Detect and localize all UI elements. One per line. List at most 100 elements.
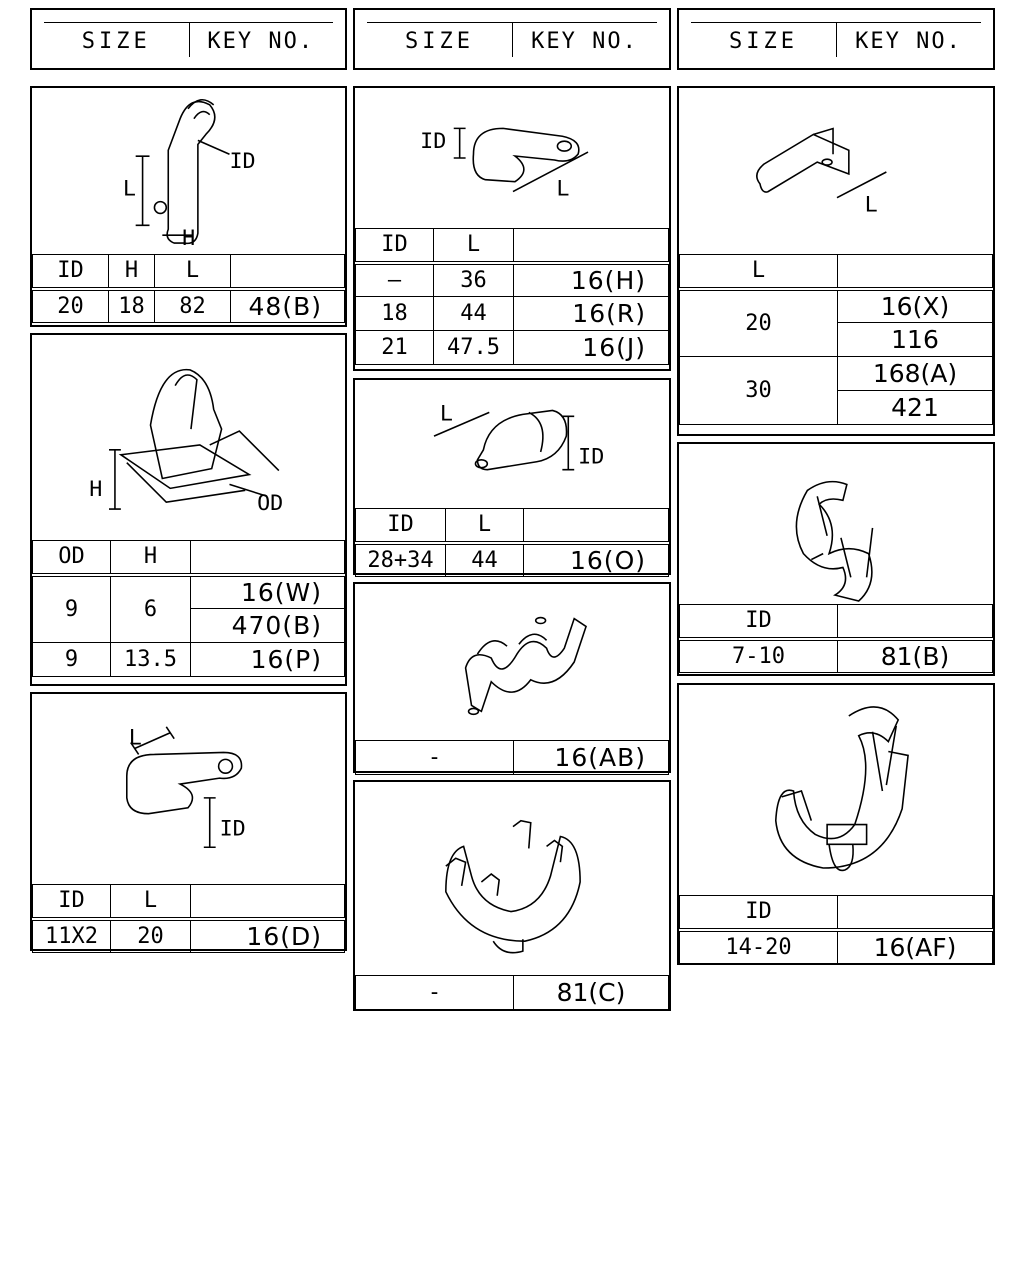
cell: 18: [108, 286, 155, 323]
spec-table: -81(C): [355, 975, 669, 1010]
cell: 6: [110, 572, 191, 643]
col-header: [190, 540, 345, 575]
header-col3: SIZE KEY NO.: [677, 8, 995, 70]
dim-h: H: [89, 477, 102, 502]
cell: 28+34: [355, 540, 446, 577]
col-header: ID: [32, 254, 109, 289]
cell: —: [355, 260, 434, 297]
col-header: H: [110, 540, 191, 575]
dim-l: L: [865, 192, 878, 217]
key-no-header: KEY NO.: [855, 29, 962, 54]
key-no: 16(R): [513, 296, 669, 331]
key-no: 81(C): [513, 975, 669, 1010]
clip-drawing: H OD: [32, 335, 345, 540]
clip-drawing: [679, 685, 993, 895]
header-col2: SIZE KEY NO.: [353, 8, 671, 70]
col-header: ID: [32, 884, 111, 919]
col-header: [230, 254, 345, 289]
key-no: 48(B): [230, 286, 345, 323]
cell: 21: [355, 330, 434, 365]
dim-id: ID: [420, 129, 446, 154]
cell: 11X2: [32, 916, 111, 953]
key-no: 16(AF): [837, 927, 993, 964]
cell: -: [355, 740, 514, 775]
col-header: L: [679, 254, 838, 289]
key-no: 16(O): [523, 540, 669, 577]
dim-l: L: [129, 726, 142, 751]
dim-od: OD: [257, 491, 283, 516]
col-header: L: [110, 884, 191, 919]
cell: 47.5: [433, 330, 514, 365]
key-no-header: KEY NO.: [207, 29, 315, 54]
dim-l: L: [440, 401, 453, 426]
col-header: ID: [679, 604, 838, 639]
col-header: ID: [679, 895, 838, 930]
cell: 13.5: [110, 642, 191, 677]
col-header: [523, 508, 669, 543]
col-header: L: [154, 254, 231, 289]
col-header: H: [108, 254, 155, 289]
dim-id: ID: [220, 816, 246, 841]
clip-panel-16ab: -16(AB): [353, 582, 671, 775]
col-header: [837, 604, 993, 639]
key-no: 16(J): [513, 330, 669, 365]
key-no-header: KEY NO.: [531, 29, 638, 54]
size-header: SIZE: [405, 29, 474, 54]
key-no: 470(B): [190, 608, 345, 643]
col-header: ID: [355, 508, 446, 543]
clip-drawing: L ID: [355, 380, 669, 508]
col-header: L: [433, 228, 514, 263]
key-no: 81(B): [837, 636, 993, 673]
key-no: 16(H): [513, 260, 669, 297]
dim-id: ID: [578, 445, 604, 470]
size-header: SIZE: [81, 29, 151, 54]
cell: 36: [433, 260, 514, 297]
cell: 9: [32, 642, 111, 677]
clip-drawing: [355, 782, 669, 975]
key-no: 16(D): [190, 916, 345, 953]
cell: 30: [679, 356, 838, 425]
dim-h: H: [182, 226, 195, 251]
key-no: 168(A): [837, 356, 993, 391]
header-col1: SIZE KEY NO.: [30, 8, 347, 70]
spec-table: -16(AB): [355, 740, 669, 775]
col-header: [837, 895, 993, 930]
key-no: 16(W): [190, 572, 345, 609]
col-header: OD: [32, 540, 111, 575]
col-header: ID: [355, 228, 434, 263]
clip-drawing: L ID: [32, 694, 345, 884]
cell: -: [355, 975, 514, 1010]
key-no: 16(X): [837, 286, 993, 323]
cell: 18: [355, 296, 434, 331]
cell: 20: [32, 286, 109, 323]
clip-drawing: L: [679, 88, 993, 254]
clip-drawing: [679, 444, 993, 604]
clip-drawing: L ID H: [32, 88, 345, 254]
cell: 20: [110, 916, 191, 953]
key-no: 16(AB): [513, 740, 669, 775]
col-header: [190, 884, 345, 919]
col-header: [837, 254, 993, 289]
cell: 82: [154, 286, 231, 323]
cell: 9: [32, 572, 111, 643]
key-no: 421: [837, 390, 993, 425]
col-header: [513, 228, 669, 263]
cell: 7-10: [679, 636, 838, 673]
size-header: SIZE: [729, 29, 798, 54]
cell: 14-20: [679, 927, 838, 964]
cell: 20: [679, 286, 838, 357]
dim-l: L: [123, 177, 136, 202]
